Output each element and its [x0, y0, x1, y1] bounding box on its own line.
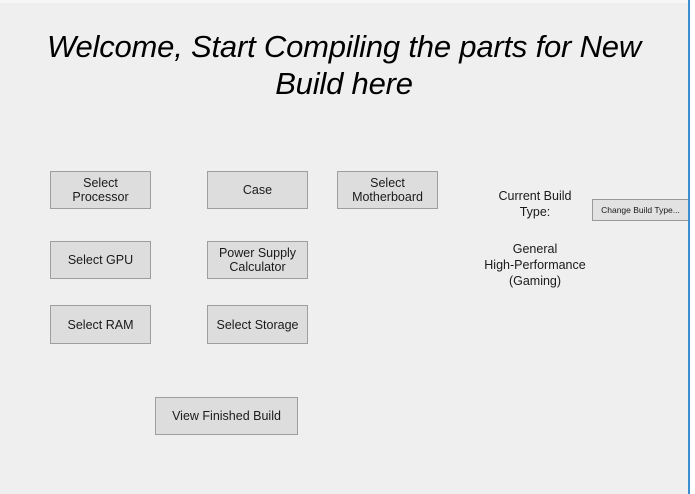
page-title: Welcome, Start Compiling the parts for N…	[46, 29, 642, 101]
current-build-type-label: Current Build Type:	[498, 189, 572, 219]
power-supply-calculator-button[interactable]: Power Supply Calculator	[207, 241, 308, 279]
select-ram-button[interactable]: Select RAM	[50, 305, 151, 344]
select-storage-button[interactable]: Select Storage	[207, 305, 308, 344]
window-outer-gutter	[690, 0, 695, 494]
window-top-highlight	[0, 0, 688, 3]
select-motherboard-button[interactable]: Select Motherboard	[337, 171, 438, 209]
current-build-type-value: General High-Performance (Gaming)	[484, 242, 586, 288]
select-processor-button[interactable]: Select Processor	[50, 171, 151, 209]
case-button[interactable]: Case	[207, 171, 308, 209]
view-finished-build-button[interactable]: View Finished Build	[155, 397, 298, 435]
select-gpu-button[interactable]: Select GPU	[50, 241, 151, 279]
window-edge-accent	[688, 0, 690, 494]
change-build-type-button[interactable]: Change Build Type...	[592, 199, 689, 221]
